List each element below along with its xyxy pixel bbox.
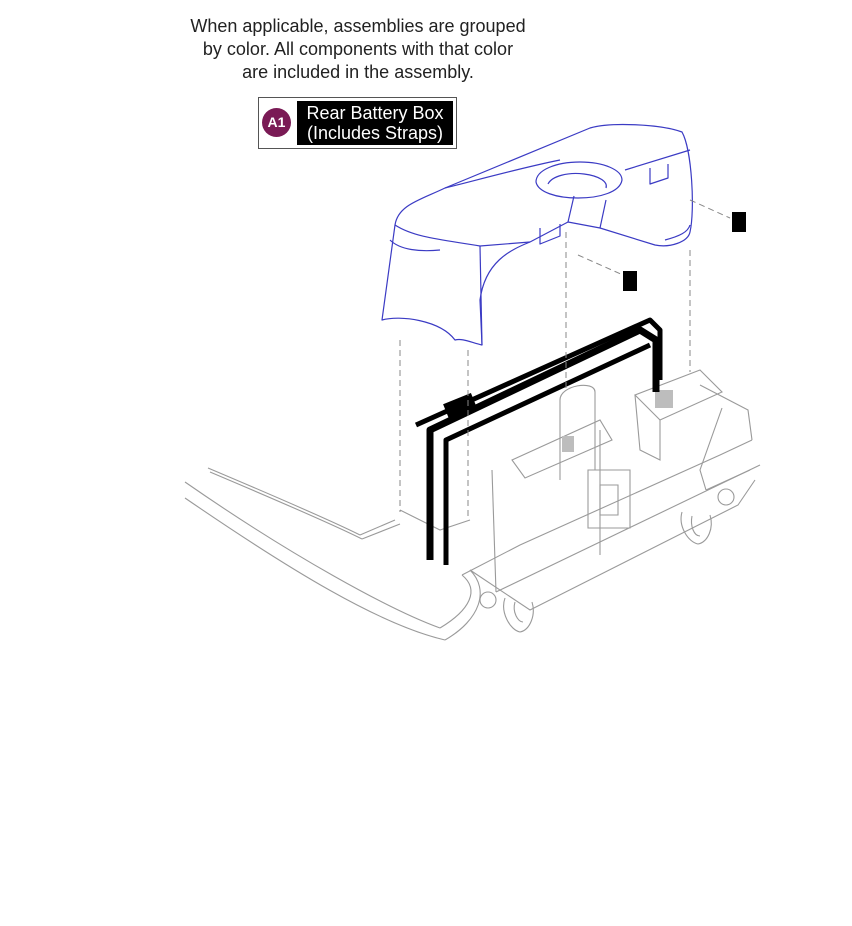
assembly-label: Rear Battery Box (Includes Straps) (297, 101, 453, 145)
assembly-legend: A1 Rear Battery Box (Includes Straps) (258, 97, 457, 149)
rear-battery-box-cover (381, 123, 693, 346)
velcro-pads (623, 212, 746, 291)
assembly-leader-lines (399, 199, 731, 520)
grey-labels (562, 390, 673, 452)
note-line: When applicable, assemblies are grouped (190, 16, 526, 36)
instruction-note: When applicable, assemblies are grouped … (150, 15, 566, 84)
base-frame (184, 369, 761, 641)
assembly-badge: A1 (262, 108, 291, 137)
note-line: are included in the assembly. (242, 62, 474, 82)
note-line: by color. All components with that color (202, 39, 514, 59)
assembly-title: Rear Battery Box (306, 103, 444, 123)
assembly-subtitle: (Includes Straps) (306, 123, 444, 143)
battery-straps (414, 317, 663, 565)
